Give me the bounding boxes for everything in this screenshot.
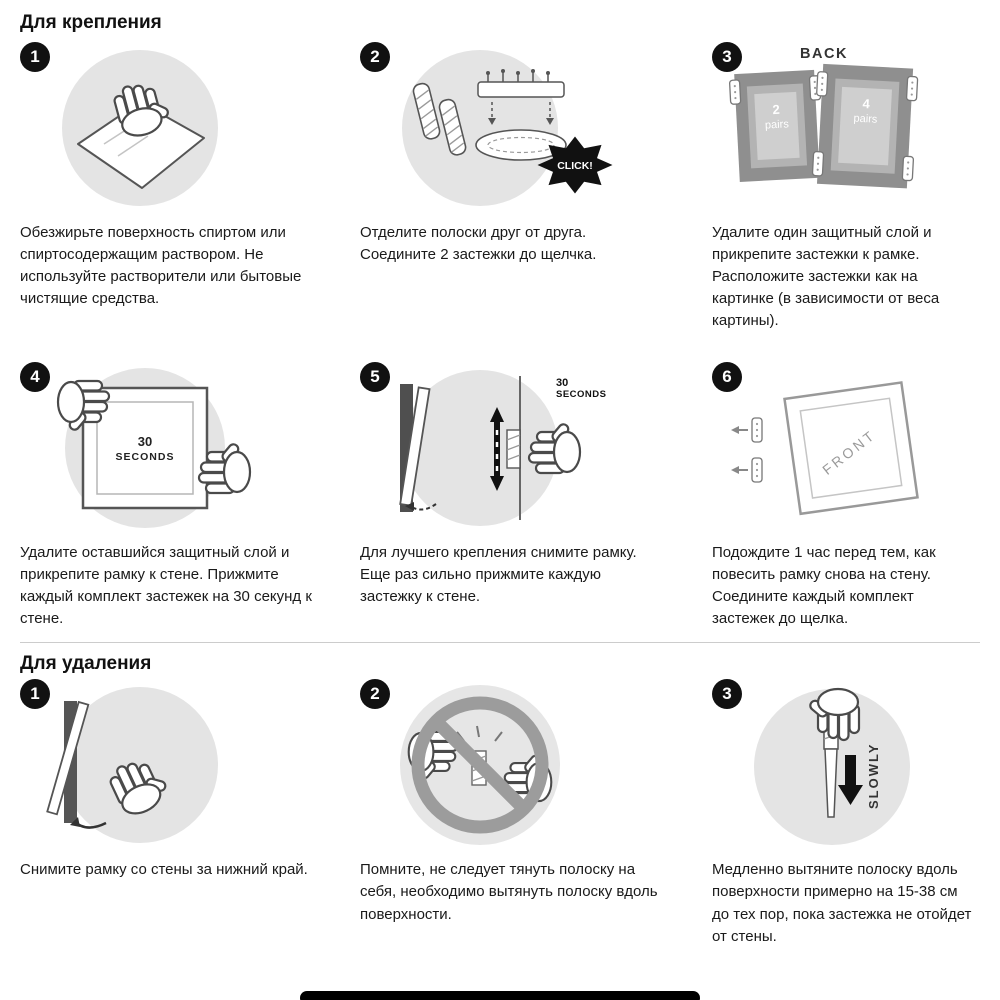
step-caption: Снимите рамку со стены за нижний край.	[20, 861, 308, 879]
step-number: 5	[370, 367, 380, 387]
step-number: 3	[722, 47, 732, 66]
step-figure: 6 FRONT	[712, 362, 980, 532]
step-number-badge: 3	[712, 679, 742, 710]
pairs-2-count-label: 2	[772, 102, 780, 117]
removal-section: Для удаления 1 Снимите рамку со стены за…	[20, 653, 980, 947]
pairs-4-word-label: pairs	[853, 113, 878, 126]
step-number-badge: 5	[360, 362, 390, 393]
step-number: 2	[370, 684, 380, 704]
seconds-word-label: SECONDS	[556, 389, 606, 400]
step-number-badge: 4	[20, 362, 50, 393]
step-number-badge: 2	[360, 679, 390, 710]
section-divider	[20, 642, 980, 644]
step-number: 1	[30, 47, 40, 66]
attach-fasteners-frame-illustration: BACK 2 pairs	[728, 46, 919, 189]
seconds-word-label: SECONDS	[116, 451, 175, 463]
step-figure: 1	[20, 42, 360, 212]
step-figure: 3 SLOWLY	[712, 679, 980, 849]
back-label: BACK	[800, 46, 848, 62]
step-figure: 2	[360, 679, 712, 849]
step-number: 1	[30, 684, 40, 704]
step-mount-4: 4 30 SECONDS Удалите оставшийся защитный…	[20, 362, 360, 630]
step-figure: 5 30	[360, 362, 712, 532]
press-strips-30s-illustration: 30 SECONDS	[399, 370, 606, 527]
step-number: 4	[30, 367, 40, 387]
step-number-badge: 1	[20, 42, 50, 72]
step-caption: Помните, не следует тянуть полоску на се…	[360, 861, 658, 923]
click-label: CLICK!	[557, 160, 593, 172]
mounting-grid: 1 Обезжирьте поверхность спиртом или спи…	[20, 42, 980, 630]
seconds-value-label: 30	[138, 434, 152, 449]
step-figure: 1	[20, 679, 360, 849]
prohibition-icon	[411, 696, 549, 834]
clean-surface-illustration	[62, 50, 218, 206]
lift-frame-illustration	[46, 687, 218, 844]
removal-title: Для удаления	[20, 653, 152, 675]
click-burst-icon	[537, 136, 613, 194]
step-number: 2	[370, 47, 380, 66]
step-number-badge: 2	[360, 42, 390, 72]
step-caption: Для лучшего крепления снимите рамку. Еще…	[360, 544, 637, 606]
step-caption: Подождите 1 час перед тем, как повесить …	[712, 544, 936, 628]
step-mount-3: 3 BACK 2 pairs	[712, 42, 980, 332]
step-caption: Удалите оставшийся защитный слой и прикр…	[20, 544, 312, 628]
step-number-badge: 6	[712, 362, 742, 393]
connect-strips-illustration: CLICK!	[402, 50, 613, 206]
step-number-badge: 3	[712, 42, 742, 72]
step-figure: 2 CLICK!	[360, 42, 712, 212]
step-caption: Обезжирьте поверхность спиртом или спирт…	[20, 224, 302, 308]
step-mount-1: 1 Обезжирьте поверхность спиртом или спи…	[20, 42, 360, 332]
rehang-frame-illustration: FRONT	[731, 381, 919, 516]
step-number-badge: 1	[20, 679, 50, 710]
step-mount-5: 5 30	[360, 362, 712, 630]
step-number: 3	[722, 684, 732, 704]
bottom-bar	[300, 991, 700, 1000]
do-not-pull-warning-illustration	[400, 685, 560, 846]
pull-strip-slowly-illustration: SLOWLY	[754, 688, 910, 846]
step-figure: 4 30 SECONDS	[20, 362, 360, 532]
step-remove-3: 3 SLOWLY Медленно вытяните полоску вдоль…	[712, 679, 980, 947]
step-remove-1: 1 Снимите рамку со стены за нижний край.	[20, 679, 360, 947]
mounting-section: Для крепления 1 Обезжирьте поверхность с…	[20, 12, 980, 630]
step-number: 6	[722, 367, 732, 387]
step-caption: Медленно вытяните полоску вдоль поверхно…	[712, 861, 972, 945]
step-mount-2: 2 CLICK!	[360, 42, 712, 332]
step-caption: Отделите полоски друг от друга. Соединит…	[360, 224, 597, 264]
slowly-label: SLOWLY	[866, 743, 881, 809]
mounting-title: Для крепления	[20, 12, 162, 33]
step-figure: 3 BACK 2 pairs	[712, 42, 980, 212]
press-frame-30s-illustration: 30 SECONDS	[56, 368, 252, 529]
step-mount-6: 6 FRONT Подождите 1 час перед тем, как	[712, 362, 980, 630]
step-remove-2: 2 Помните, не следует тянуть полоску на …	[360, 679, 712, 947]
seconds-value-label: 30	[556, 377, 568, 389]
removal-grid: 1 Снимите рамку со стены за нижний край.…	[20, 679, 980, 947]
step-caption: Удалите один защитный слой и прикрепите …	[712, 224, 940, 330]
pairs-2-word-label: pairs	[765, 118, 790, 131]
pairs-4-count-label: 4	[862, 96, 871, 111]
